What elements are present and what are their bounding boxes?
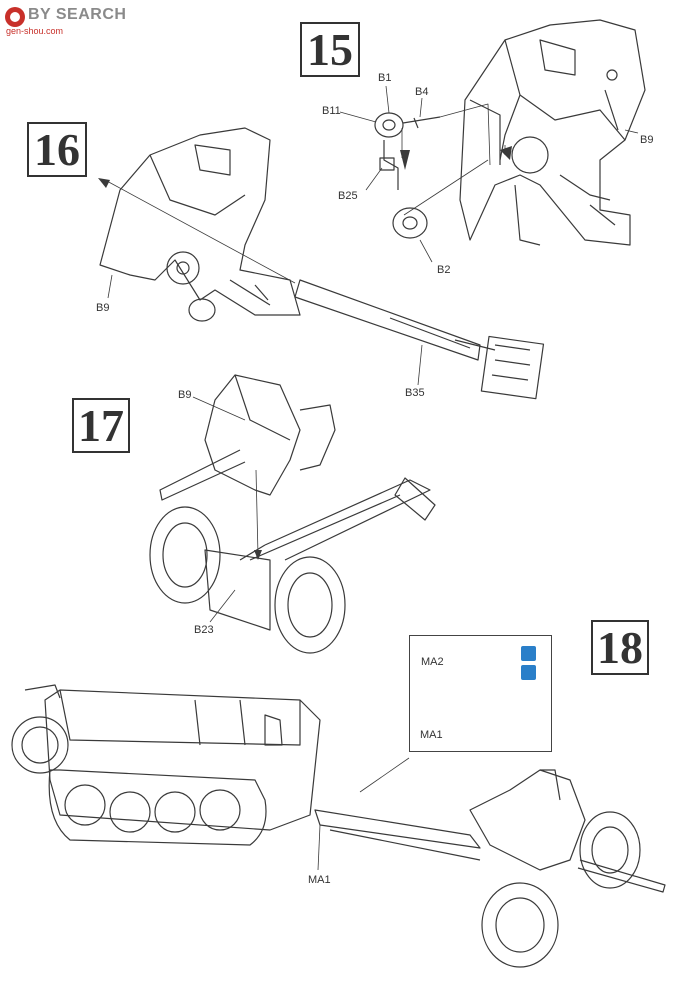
step-16-leaders <box>104 179 423 386</box>
part-label-b35: B35 <box>405 387 425 399</box>
part-label-ma2: MA2 <box>421 656 444 668</box>
part-label-b9-step17: B9 <box>178 389 192 401</box>
part-label-b11: B11 <box>322 105 341 117</box>
part-label-b9-step16: B9 <box>96 302 110 314</box>
step-17-gun-drawing <box>149 374 436 654</box>
step-15-shield-drawing <box>459 19 646 246</box>
part-label-b25: B25 <box>338 190 358 202</box>
step-17-leaders <box>192 396 259 623</box>
step-16-gun-drawing <box>99 127 545 400</box>
paint-drop-icon <box>521 665 536 680</box>
step-18-leaders <box>317 757 410 871</box>
part-label-ma1-detail: MA1 <box>420 729 443 741</box>
step-17-number: 17 <box>72 398 130 453</box>
step-15-number: 15 <box>300 22 360 77</box>
part-label-b9-step15: B9 <box>640 134 654 146</box>
watermark-url: gen-shou.com <box>6 26 64 36</box>
watermark: BY SEARCH gen-shou.com <box>4 4 164 38</box>
step-18-vehicle-drawing <box>11 684 666 968</box>
watermark-text: BY SEARCH <box>28 6 127 23</box>
part-label-b2: B2 <box>437 264 451 276</box>
step-15-leaders <box>339 85 639 263</box>
part-label-b1: B1 <box>378 72 392 84</box>
part-label-ma1-main: MA1 <box>308 874 331 886</box>
step-15-parts <box>374 112 441 239</box>
glue-icon <box>521 646 536 661</box>
site-logo-icon <box>5 7 25 27</box>
part-label-b23: B23 <box>194 624 214 636</box>
part-label-b4: B4 <box>415 86 429 98</box>
step-18-number: 18 <box>591 620 649 675</box>
step-16-number: 16 <box>27 122 87 177</box>
